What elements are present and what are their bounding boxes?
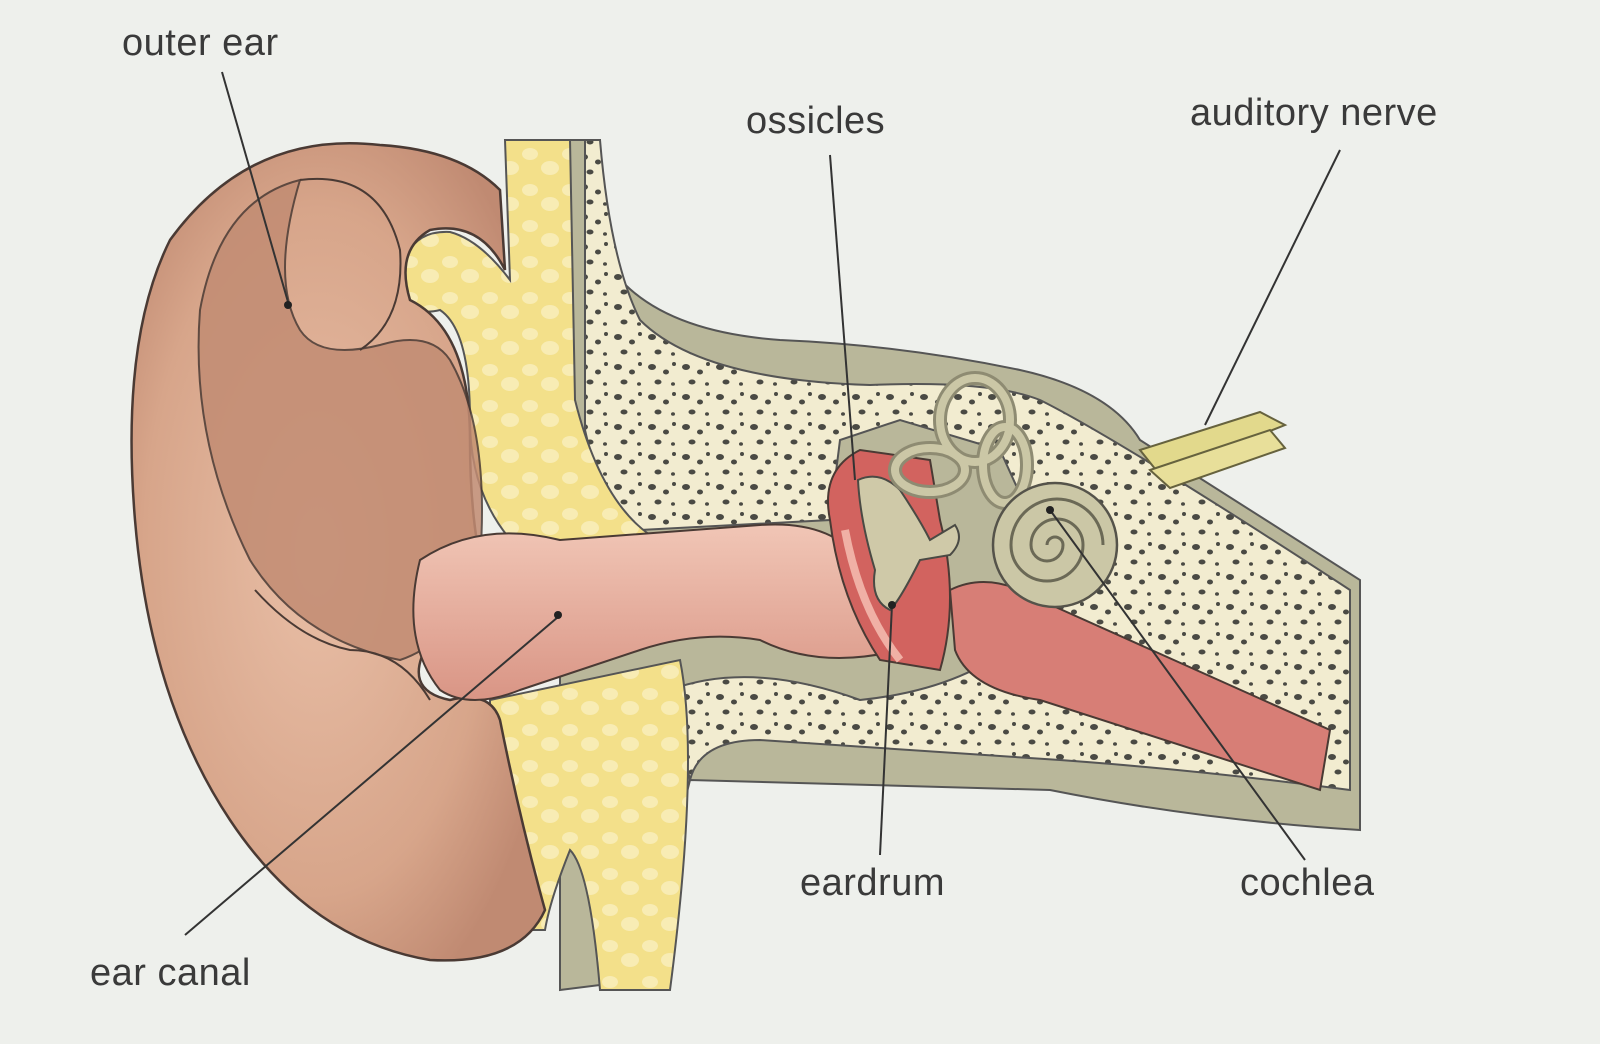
label-outer-ear: outer ear — [122, 22, 279, 64]
outer-ear-dot — [284, 301, 292, 309]
temporal-bone — [584, 139, 1351, 792]
label-auditory-nerve: auditory nerve — [1190, 92, 1438, 134]
label-ear-canal: ear canal — [90, 952, 251, 994]
label-ossicles: ossicles — [746, 100, 886, 142]
ear-canal-shape — [412, 523, 902, 701]
head-tissue — [559, 139, 1361, 992]
eustachian-tube — [948, 581, 1332, 792]
cochlea-shape — [991, 481, 1119, 609]
leader-lines — [184, 71, 1341, 936]
cartilage-upper — [400, 139, 653, 552]
cochlea-dot — [1046, 506, 1054, 514]
eardrum-dot — [888, 601, 896, 609]
label-cochlea: cochlea — [1240, 862, 1375, 904]
auditory-nerve-shape — [1138, 410, 1288, 477]
ear-canal-dot — [554, 611, 562, 619]
label-eardrum: eardrum — [800, 862, 945, 904]
